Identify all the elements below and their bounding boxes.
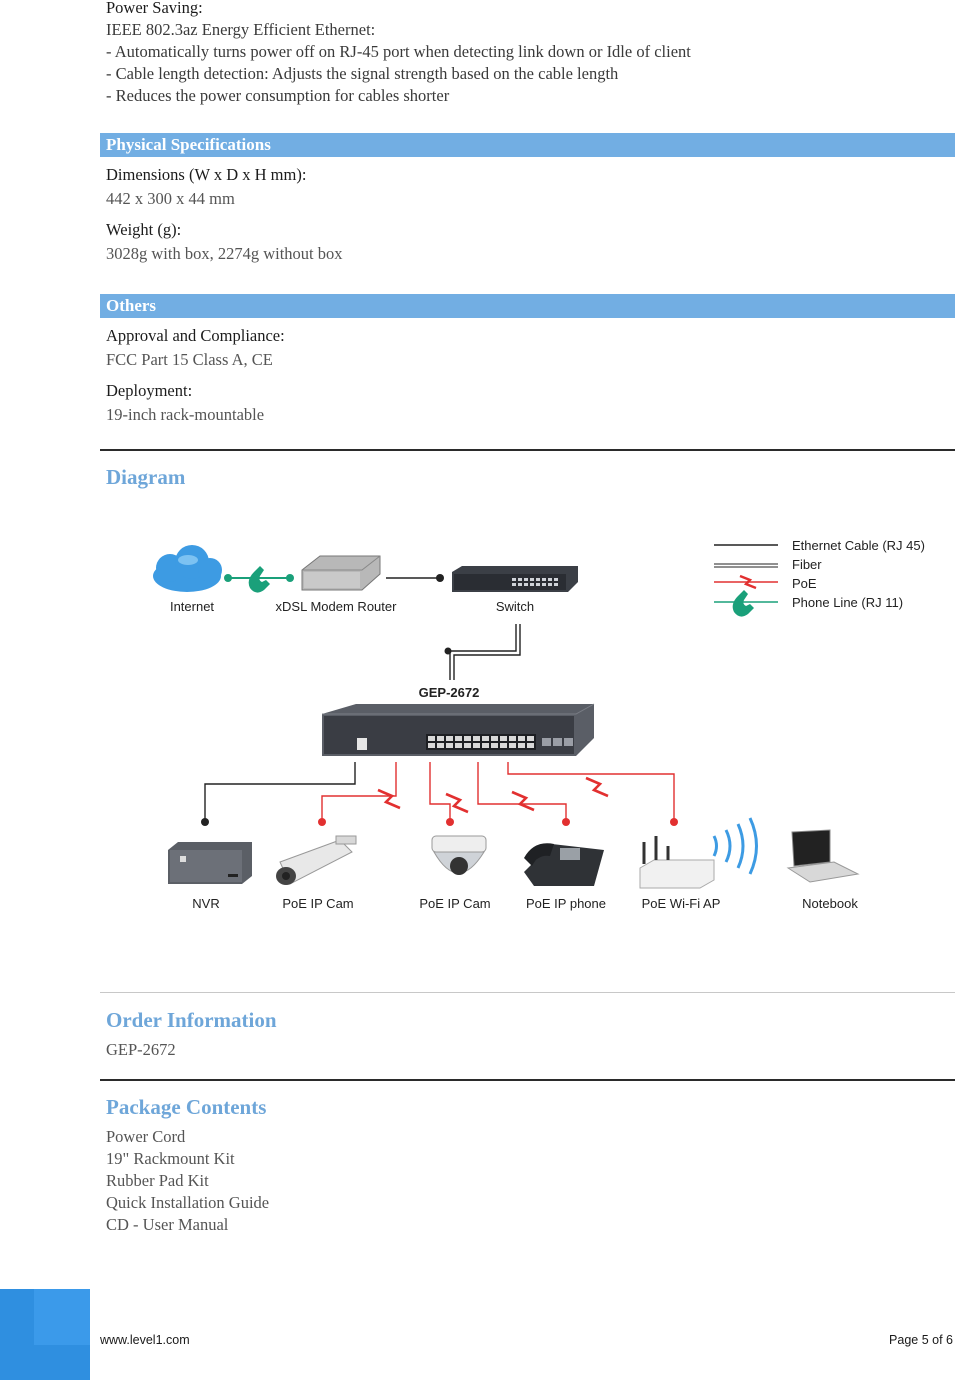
order-title: Order Information: [106, 1008, 277, 1032]
ip-camera-icon: [276, 835, 357, 885]
dome-camera-icon: [431, 835, 487, 875]
modem-label: xDSL Modem Router: [276, 599, 398, 614]
wifi-signal-icon: [712, 817, 758, 875]
footer-url: www.level1.com: [100, 1333, 190, 1347]
power-saving-line: - Reduces the power consumption for cabl…: [106, 86, 450, 105]
wifi-ap-icon: [639, 836, 715, 889]
dimensions-label: Dimensions (W x D x H mm):: [106, 165, 307, 184]
order-value: GEP-2672: [106, 1040, 176, 1059]
cloud-icon: [153, 545, 222, 592]
diagram-title: Diagram: [106, 465, 186, 489]
power-saving-label: Power Saving:: [106, 0, 203, 17]
legend-ethernet: Ethernet Cable (RJ 45): [792, 538, 925, 553]
device-label-phone: PoE IP phone: [526, 896, 606, 911]
footer-page-number: Page 5 of 6: [889, 1333, 953, 1347]
switch-label: Switch: [496, 599, 534, 614]
uplink-line: [444, 624, 521, 680]
approval-label: Approval and Compliance:: [106, 326, 285, 345]
package-item: Rubber Pad Kit: [106, 1171, 209, 1190]
physical-specs-header: Physical Specifications: [100, 133, 955, 157]
package-item: Quick Installation Guide: [106, 1193, 270, 1212]
ethernet-line: [386, 574, 444, 582]
legend-fiber: Fiber: [792, 557, 822, 572]
weight-value: 3028g with box, 2274g without box: [106, 244, 343, 263]
legend-phone: Phone Line (RJ 11): [792, 595, 903, 610]
modem-router-icon: [301, 555, 381, 591]
power-saving-line: IEEE 802.3az Energy Efficient Ethernet:: [106, 20, 376, 39]
deployment-label: Deployment:: [106, 381, 193, 400]
device-label-ipcam: PoE IP Cam: [282, 896, 353, 911]
package-item: CD - User Manual: [106, 1215, 229, 1234]
others-title: Others: [106, 296, 157, 315]
diagram-legend: Ethernet Cable (RJ 45) Fiber PoE Phone L…: [714, 538, 925, 617]
device-label-notebook: Notebook: [802, 896, 858, 911]
main-switch-label: GEP-2672: [419, 685, 480, 700]
dimensions-value: 442 x 300 x 44 mm: [106, 189, 235, 208]
device-label-ipcam: PoE IP Cam: [419, 896, 490, 911]
network-diagram: Internet xDSL Modem Router Switch Ethern…: [153, 538, 925, 911]
package-title: Package Contents: [106, 1095, 267, 1119]
internet-label: Internet: [170, 599, 214, 614]
nvr-icon: [168, 842, 252, 884]
device-label-ap: PoE Wi-Fi AP: [642, 896, 721, 911]
package-item: Power Cord: [106, 1127, 186, 1146]
power-saving-line: - Cable length detection: Adjusts the si…: [106, 64, 619, 83]
ip-phone-icon: [524, 843, 604, 886]
deployment-value: 19-inch rack-mountable: [106, 405, 265, 424]
power-saving-line: - Automatically turns power off on RJ-45…: [106, 42, 691, 61]
weight-label: Weight (g):: [106, 220, 182, 239]
others-header: Others: [100, 294, 955, 318]
switch-icon: [452, 566, 578, 592]
section-divider: [100, 992, 955, 993]
section-divider: [100, 1079, 955, 1081]
package-item: 19" Rackmount Kit: [106, 1149, 235, 1168]
phone-line: [224, 566, 294, 593]
footer-accent-block: [0, 1289, 90, 1380]
physical-specs-title: Physical Specifications: [106, 135, 271, 154]
approval-value: FCC Part 15 Class A, CE: [106, 350, 273, 369]
legend-poe: PoE: [792, 576, 817, 591]
section-divider: [100, 449, 955, 451]
main-switch-icon: [322, 703, 595, 756]
downlink-lines: [201, 762, 678, 826]
notebook-icon: [786, 829, 860, 883]
device-label-nvr: NVR: [192, 896, 219, 911]
